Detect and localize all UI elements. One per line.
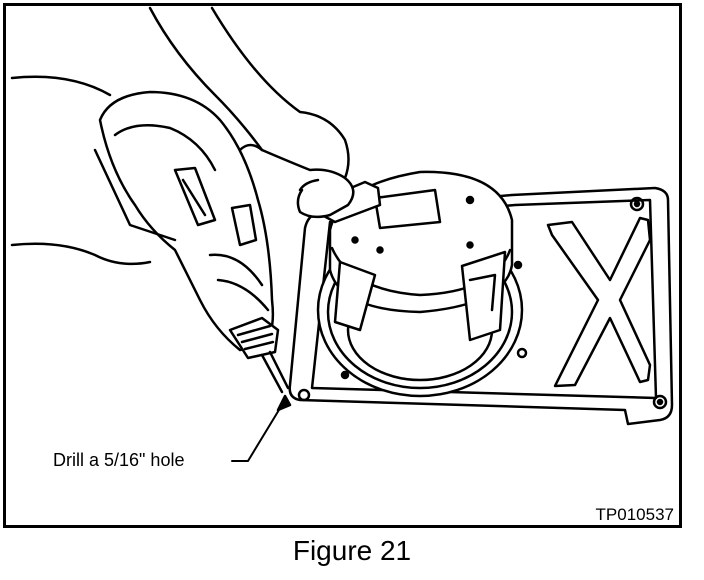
speaker (316, 170, 524, 398)
callout-arrow (231, 394, 292, 462)
hand (10, 6, 355, 266)
part-code: TP010537 (595, 505, 674, 524)
figure-caption: Figure 21 (292, 535, 412, 566)
callout-label: Drill a 5/16" hole (53, 450, 185, 470)
drill (93, 90, 290, 394)
